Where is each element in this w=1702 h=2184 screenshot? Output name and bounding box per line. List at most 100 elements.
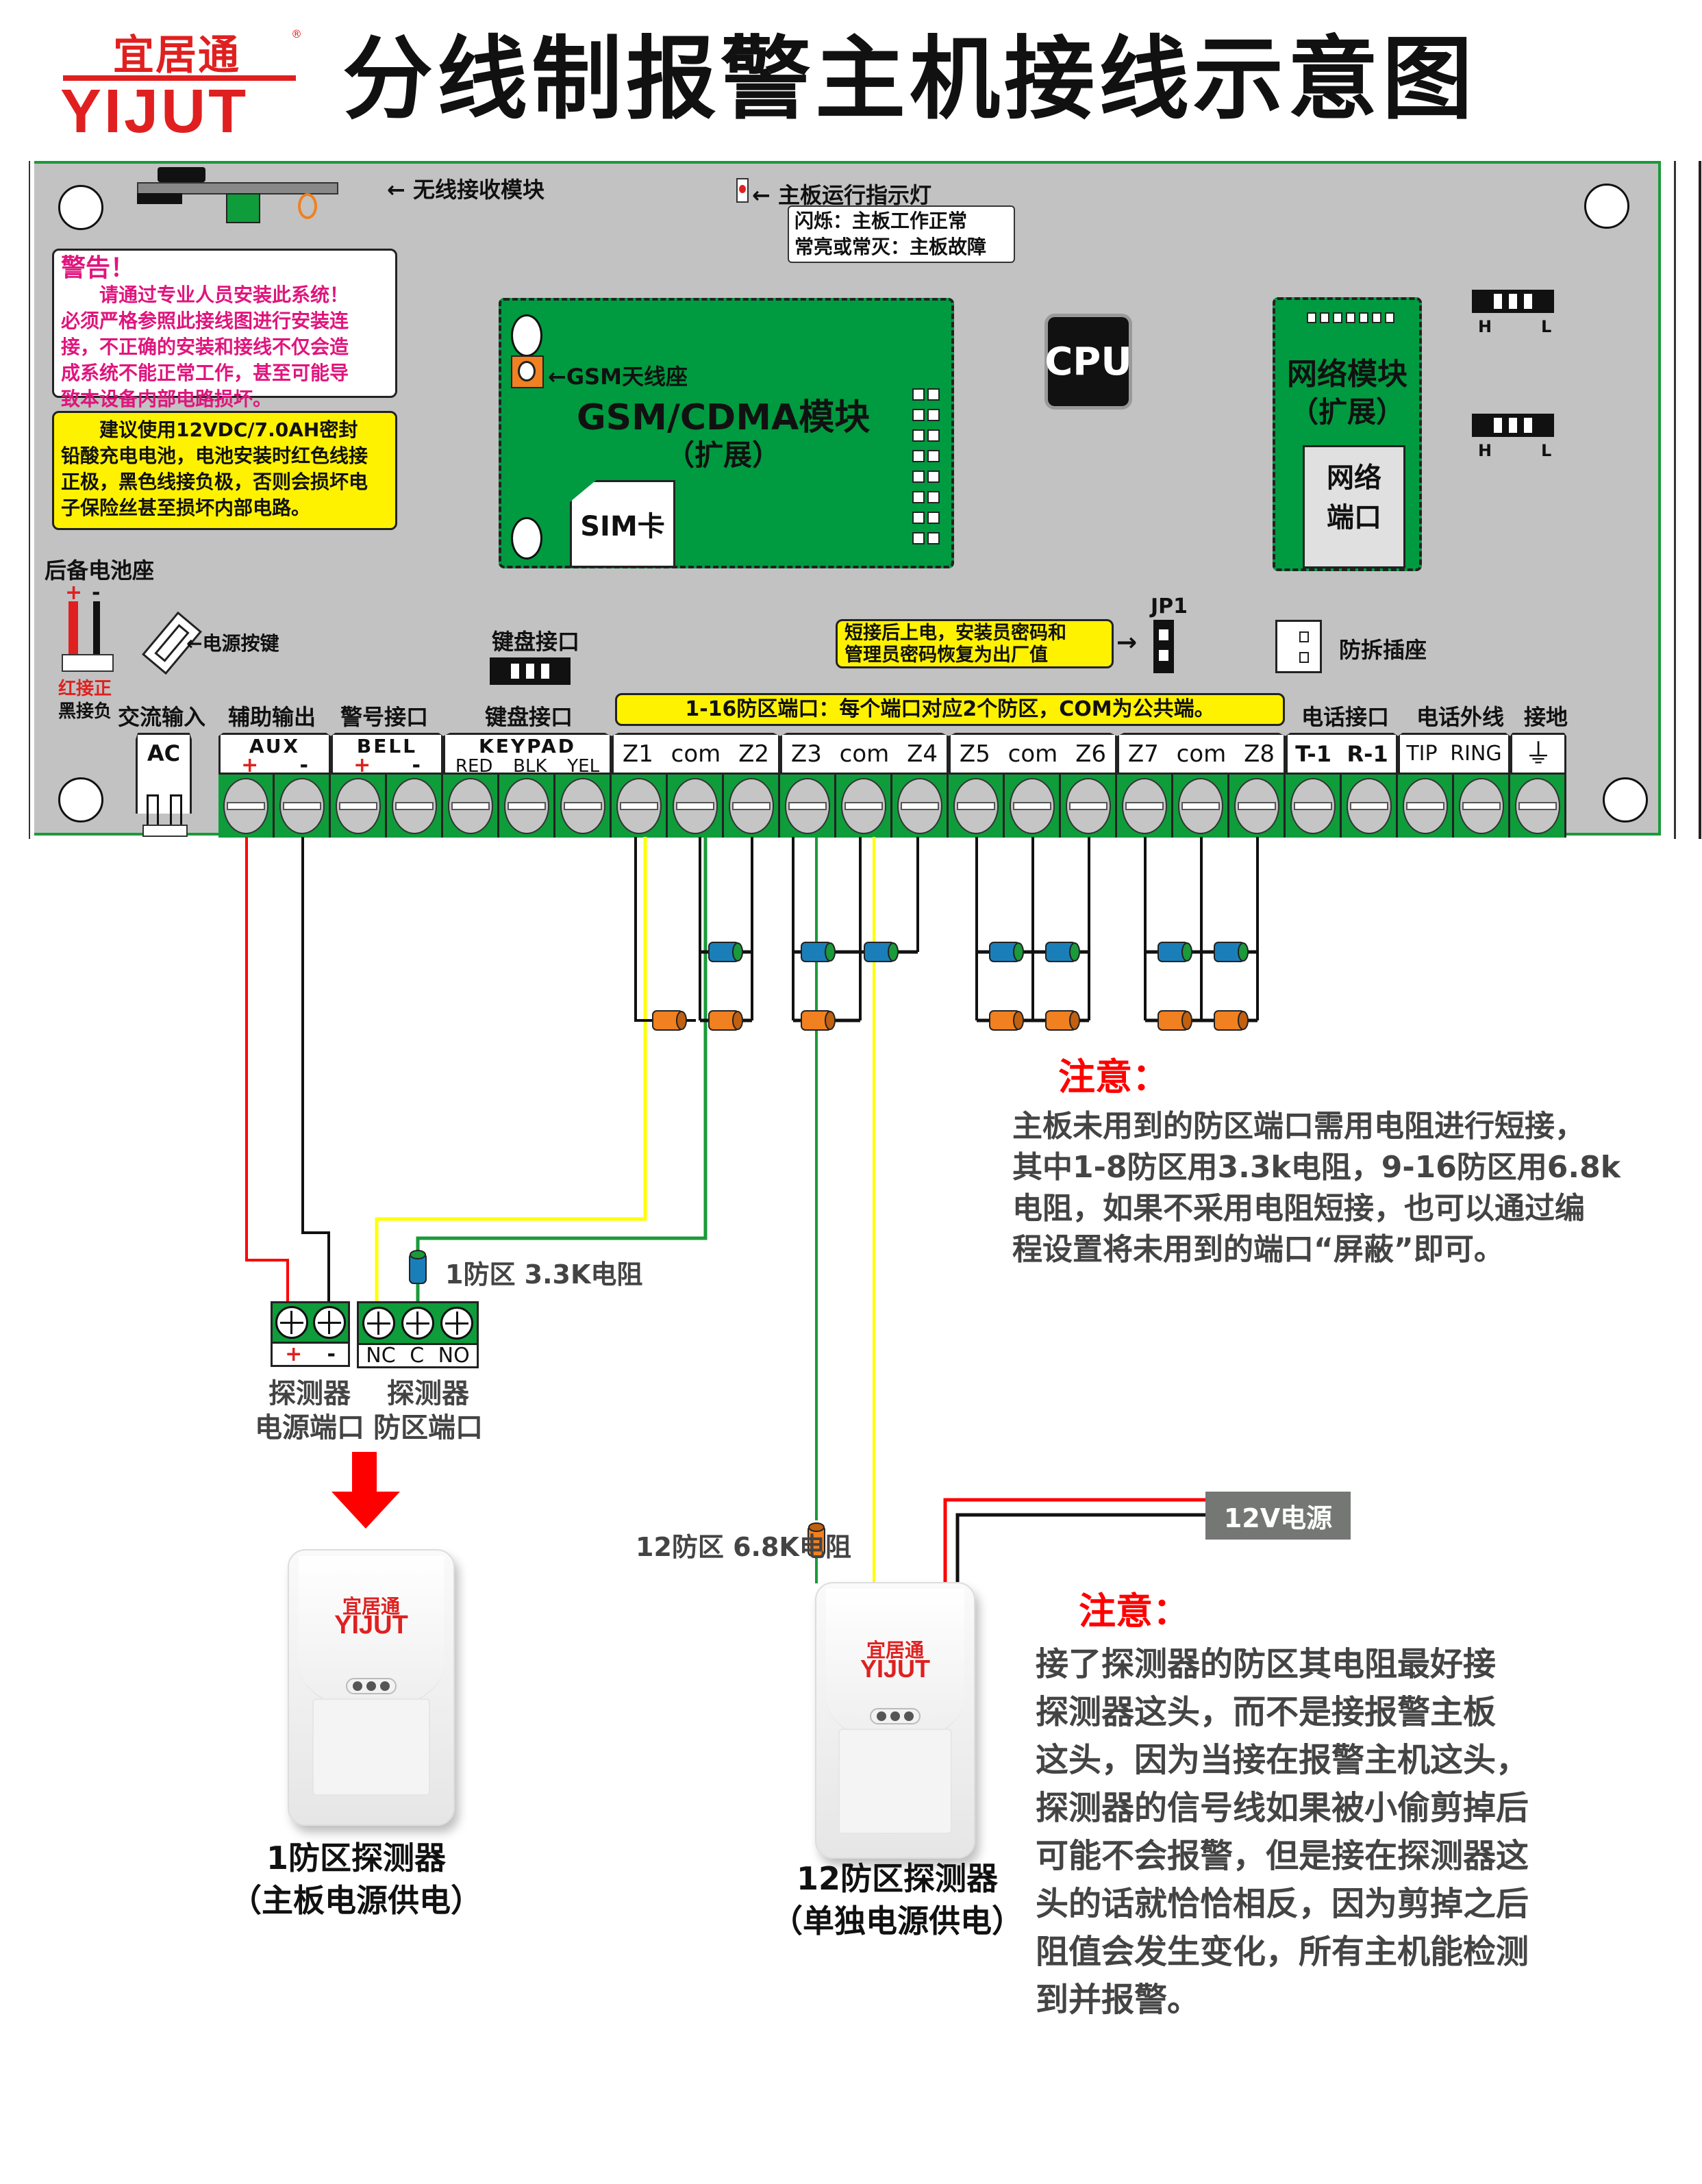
battery-red-note: 红接正 bbox=[58, 679, 112, 699]
screw-terminal[interactable] bbox=[387, 775, 443, 838]
screw-terminal[interactable] bbox=[892, 775, 949, 838]
screw-terminal[interactable] bbox=[555, 775, 612, 838]
detector-1-subtitle: （主板电源供电） bbox=[230, 1882, 482, 1919]
pin-com: com bbox=[1176, 740, 1227, 768]
battery-note-line: 铅酸充电电池，电池安装时红色线接 bbox=[61, 444, 368, 467]
resistor-33k-label: 1防区 3.3K电阻 bbox=[445, 1259, 643, 1290]
tamper-label: 防拆插座 bbox=[1339, 637, 1427, 663]
brand-name-cn: 宜居通 bbox=[113, 32, 240, 79]
ac-connector[interactable] bbox=[142, 794, 188, 837]
cpu-label: CPU bbox=[1044, 339, 1132, 384]
screw-terminal[interactable] bbox=[1286, 775, 1342, 838]
bell-plus: + bbox=[353, 753, 371, 777]
note-line: 探测器的信号线如果被小偷剪掉后 bbox=[1036, 1789, 1529, 1827]
aux-title: AUX bbox=[249, 735, 301, 757]
run-led-status-fault: 常亮或常灭：主板故障 bbox=[794, 236, 987, 258]
gsm-antenna-socket-icon bbox=[511, 355, 544, 388]
screw-terminal[interactable] bbox=[1173, 775, 1229, 838]
mounting-hole bbox=[58, 777, 103, 823]
note-1-heading: 注意： bbox=[1058, 1055, 1169, 1099]
mounting-hole bbox=[1603, 777, 1648, 823]
screw-terminal[interactable] bbox=[1117, 775, 1173, 838]
mounting-hole bbox=[58, 185, 103, 230]
screw-icon bbox=[1234, 778, 1279, 834]
detector-power-terminal[interactable] bbox=[271, 1301, 350, 1344]
screw-terminal[interactable] bbox=[612, 775, 668, 838]
detector-1-caption: 1防区探测器 （主板电源供电） bbox=[205, 1837, 507, 1922]
wire-red-12v bbox=[943, 1498, 1205, 1582]
resistor-zone bbox=[1157, 1010, 1192, 1031]
resistor-68k-label: 12防区 6.8K电阻 bbox=[636, 1532, 851, 1562]
note-2-heading: 注意： bbox=[1079, 1590, 1190, 1633]
screw-terminal[interactable] bbox=[1061, 775, 1117, 838]
screw-terminal[interactable] bbox=[275, 775, 331, 838]
pin-c: C bbox=[410, 1344, 425, 1368]
screw-terminal[interactable] bbox=[780, 775, 836, 838]
registered-mark: ® bbox=[291, 27, 302, 40]
detector-brand-cn: 宜居通 bbox=[342, 1595, 400, 1618]
network-module-title: 网络模块 bbox=[1287, 357, 1407, 392]
screw-icon bbox=[728, 778, 774, 834]
jp1-jumper[interactable] bbox=[1153, 620, 1174, 673]
mounting-hole bbox=[1584, 184, 1629, 229]
power-12v-label: 12V电源 bbox=[1205, 1492, 1351, 1540]
gsm-antenna-label: ←GSM天线座 bbox=[548, 364, 688, 390]
screw-terminal[interactable] bbox=[1229, 775, 1286, 838]
pin-z1: Z1 bbox=[622, 740, 653, 768]
zone-ports-banner: 1-16防区端口：每个端口对应2个防区，COM为公共端。 bbox=[615, 693, 1285, 726]
aux-plus: + bbox=[241, 753, 259, 777]
screw-terminal[interactable] bbox=[1342, 775, 1398, 838]
resistor-zone bbox=[1214, 942, 1249, 962]
hl-jumper[interactable] bbox=[1472, 414, 1554, 437]
screw-terminal[interactable] bbox=[1510, 775, 1566, 838]
hl-jumper[interactable] bbox=[1472, 290, 1554, 313]
bell-title: BELL bbox=[356, 735, 418, 757]
screw-terminal[interactable] bbox=[1454, 775, 1510, 838]
keypad-port-label: 键盘接口 bbox=[485, 704, 573, 730]
gsm-pin-header bbox=[912, 388, 940, 544]
pir-detector-zone-1: 宜居通 YIJUT bbox=[288, 1549, 455, 1826]
warning-line: 接，不正确的安装和接线不仅会造 bbox=[61, 336, 349, 358]
screw-terminal[interactable] bbox=[668, 775, 724, 838]
tamper-socket[interactable] bbox=[1275, 620, 1322, 673]
screw-terminal[interactable] bbox=[443, 775, 499, 838]
sim-card-label: SIM卡 bbox=[580, 511, 665, 542]
resistor-zone bbox=[989, 942, 1024, 962]
note-line: 可能不会报警，但是接在探测器这 bbox=[1036, 1837, 1529, 1875]
screw-icon bbox=[279, 778, 325, 834]
note-2-body: 接了探测器的防区其电阻最好接 探测器这头，而不是接报警主板 这头，因为当接在报警… bbox=[1036, 1640, 1529, 2024]
screw-terminal[interactable] bbox=[331, 775, 387, 838]
keypad-header-label: 键盘接口 bbox=[492, 629, 580, 655]
run-led-icon bbox=[736, 178, 749, 203]
network-pin-header bbox=[1307, 312, 1394, 323]
screw-terminal[interactable] bbox=[499, 775, 555, 838]
screw-terminal[interactable] bbox=[724, 775, 780, 838]
battery-note-line: 正极，黑色线接负极，否则会损坏电 bbox=[61, 470, 368, 493]
warning-box: 警告！ 请通过专业人员安装此系统！ 必须严格参照此接线图进行安装连 接，不正确的… bbox=[52, 249, 397, 410]
screw-icon bbox=[1346, 778, 1392, 834]
screw-icon bbox=[223, 778, 268, 834]
screw-terminal[interactable] bbox=[1398, 775, 1454, 838]
gsm-module-title: GSM/CDMA模块 bbox=[577, 397, 871, 438]
detector-zone-terminal[interactable] bbox=[357, 1301, 479, 1345]
screw-terminal[interactable] bbox=[836, 775, 892, 838]
note-line: 探测器这头，而不是接报警主板 bbox=[1036, 1693, 1497, 1731]
note-line: 主板未用到的防区端口需用电阻进行短接， bbox=[1012, 1109, 1585, 1144]
screw-terminal[interactable] bbox=[1005, 775, 1061, 838]
pin-z8: Z8 bbox=[1244, 740, 1275, 768]
ground-icon: ⏚ bbox=[1525, 738, 1552, 770]
keypad-header[interactable] bbox=[490, 657, 571, 685]
detector-brand-cn: 宜居通 bbox=[866, 1639, 924, 1661]
jp1-label: JP1 bbox=[1151, 594, 1188, 618]
screw-terminal[interactable] bbox=[949, 775, 1005, 838]
ac-terminal-label: AC bbox=[136, 733, 192, 814]
gsm-module-subtitle: （扩展） bbox=[666, 438, 781, 472]
power-button-label: ←电源按键 bbox=[186, 632, 279, 655]
screw-terminal[interactable] bbox=[218, 775, 275, 838]
jumper-l-label: L bbox=[1541, 441, 1552, 460]
